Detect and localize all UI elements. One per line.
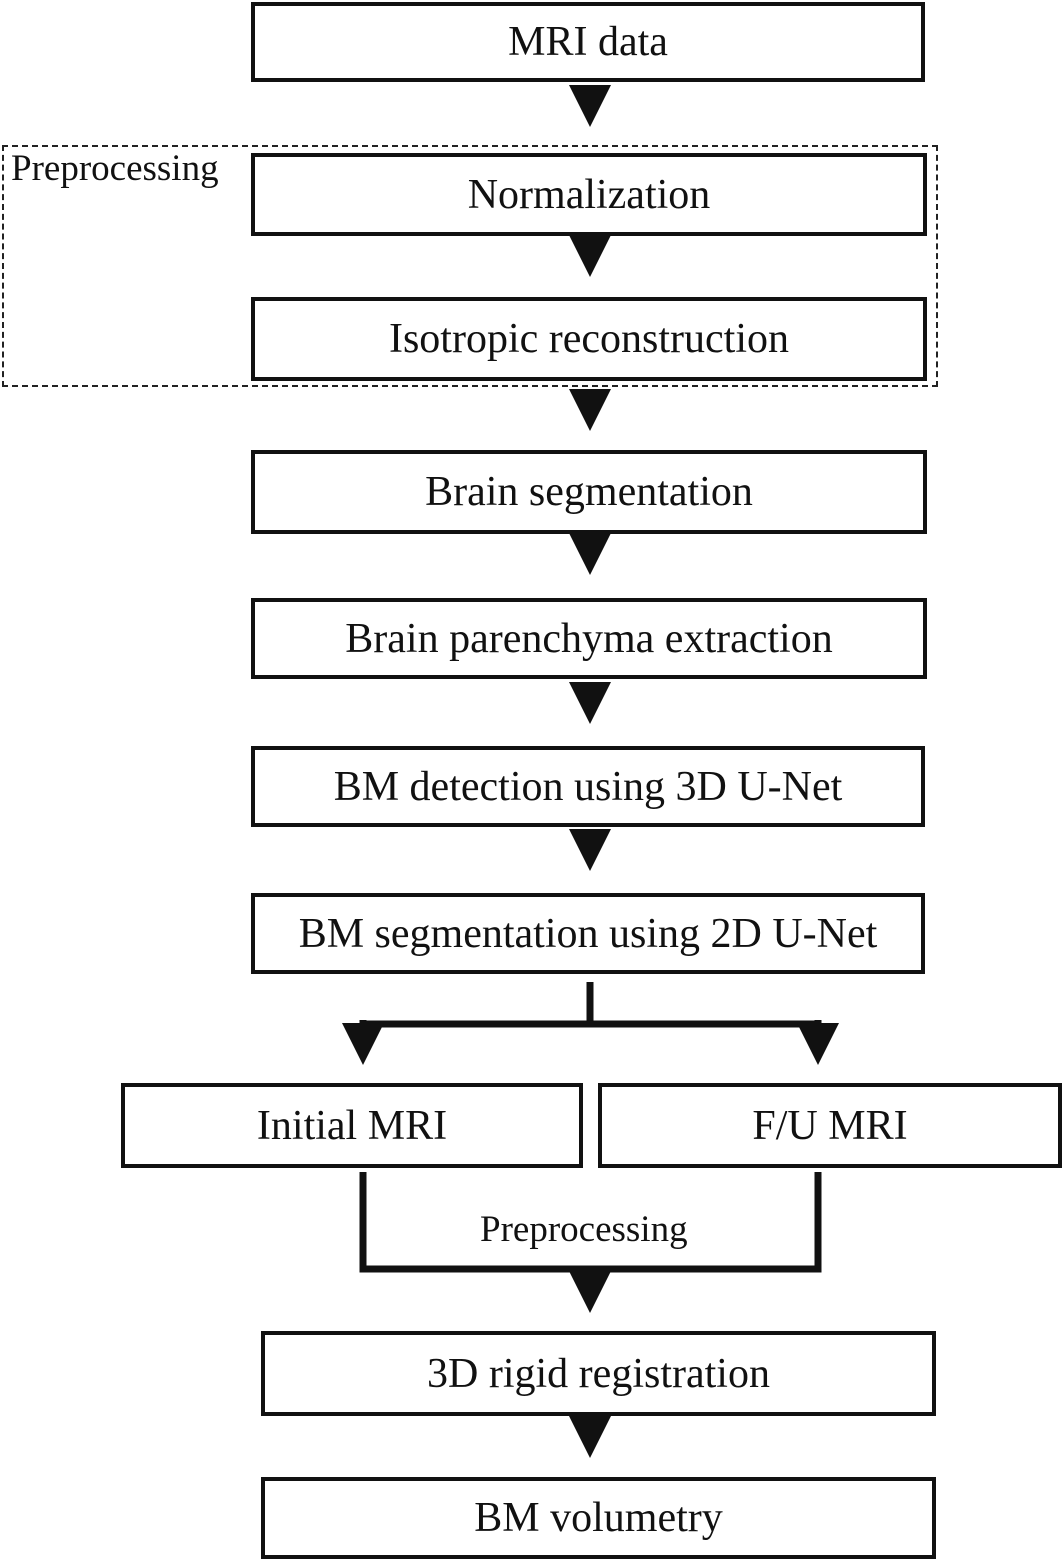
preprocessing-merge-label: Preprocessing: [480, 1209, 688, 1250]
step-isotropic-reconstruction: Isotropic reconstruction: [251, 297, 927, 381]
preprocessing-group-label: Preprocessing: [11, 148, 219, 189]
step-fu-mri: F/U MRI: [598, 1083, 1062, 1168]
step-mri-data: MRI data: [251, 2, 925, 82]
step-normalization: Normalization: [251, 153, 927, 236]
step-bm-volumetry: BM volumetry: [261, 1477, 936, 1559]
step-bm-detection: BM detection using 3D U-Net: [251, 746, 925, 827]
step-bm-segmentation: BM segmentation using 2D U-Net: [251, 893, 925, 974]
step-initial-mri: Initial MRI: [121, 1083, 583, 1168]
step-brain-segmentation: Brain segmentation: [251, 450, 927, 534]
preprocessing-group: [2, 145, 938, 387]
split-connector: [363, 982, 818, 1028]
step-brain-parenchyma-extraction: Brain parenchyma extraction: [251, 598, 927, 679]
step-3d-rigid-registration: 3D rigid registration: [261, 1331, 936, 1416]
